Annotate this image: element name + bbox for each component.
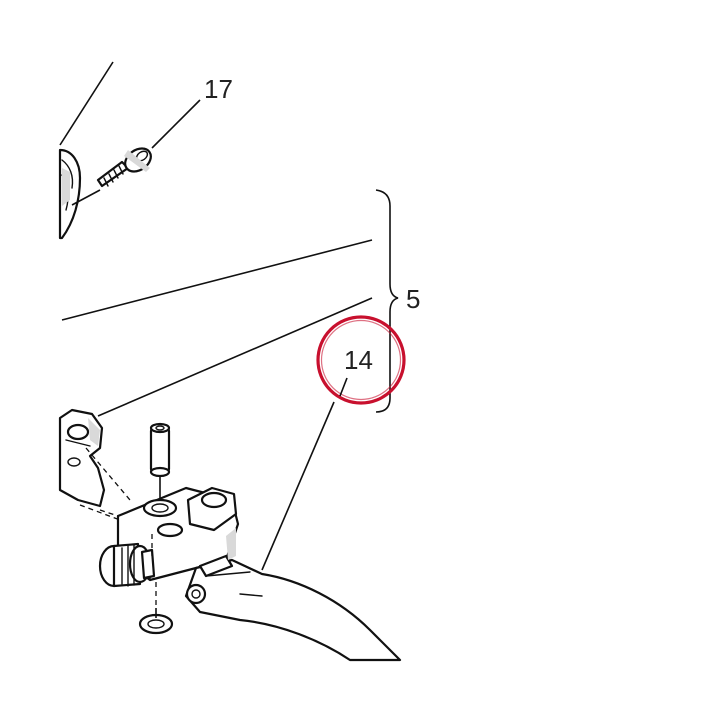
bracket-5 (375, 189, 399, 413)
highlight-ring-14 (316, 315, 406, 405)
circlip-part (138, 608, 174, 635)
leader-14-lower (261, 401, 335, 571)
leader-screw-to-housing (71, 189, 101, 206)
clamp-fragment-left (58, 408, 106, 508)
callout-label-14: 14 (344, 345, 373, 375)
leader-bracket-a (61, 239, 373, 321)
leader-bracket-b (97, 297, 373, 417)
housing-fragment-top (58, 148, 82, 240)
screw-part (96, 147, 152, 188)
leader-14-upper (339, 377, 348, 397)
callout-label-17: 17 (204, 74, 233, 104)
lever-body (116, 486, 402, 662)
dashed-guide-block-left (99, 509, 119, 517)
leader-housing-top (59, 61, 114, 146)
dashed-guide-clamp-2 (79, 504, 121, 521)
highlight-ring-14-inner (320, 319, 402, 401)
dashed-guide-clamp (85, 447, 131, 501)
pin-part (149, 422, 171, 478)
adjuster-knob (98, 542, 156, 588)
callout-label-5: 5 (406, 284, 420, 314)
leader-17 (151, 99, 201, 149)
